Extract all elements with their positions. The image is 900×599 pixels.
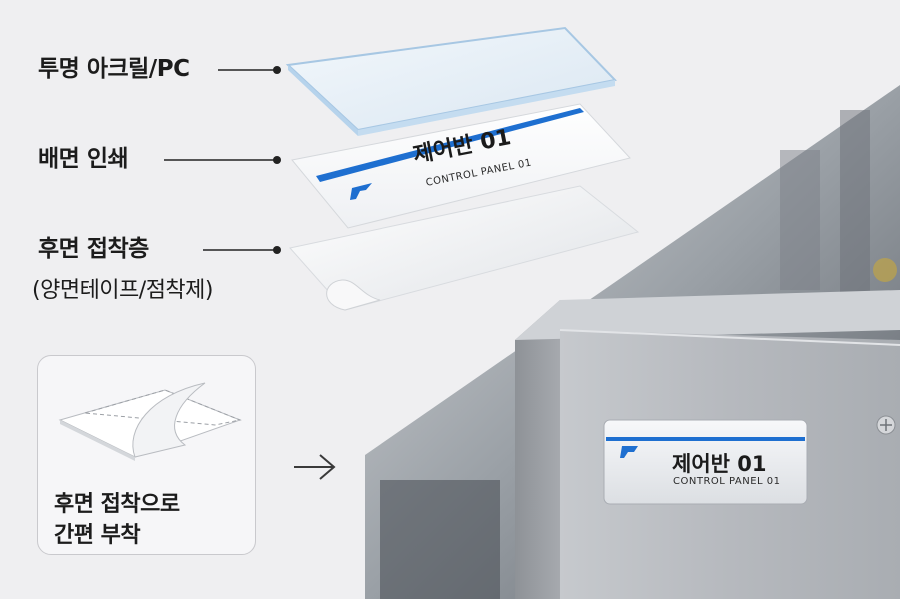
adhesive-layer <box>289 185 640 311</box>
blurred-pipe <box>840 110 870 310</box>
callout-line-2: 간편 부착 <box>54 523 141 548</box>
callout-box <box>37 355 256 555</box>
label-adhesive-sub: (양면테이프/점착제) <box>32 278 214 303</box>
peel-illustration <box>58 382 242 461</box>
connector-dot <box>273 66 281 74</box>
blurred-pipe <box>780 150 820 290</box>
mounted-plate-subtitle: CONTROL PANEL 01 <box>673 476 781 487</box>
mounted-plate-title: 제어반 01 <box>672 452 767 476</box>
connector-lines <box>164 69 276 251</box>
blurred-machine <box>380 480 500 599</box>
cabinet-top <box>515 290 900 340</box>
screw-icon <box>876 415 896 435</box>
brand-logo-icon <box>620 446 638 458</box>
connector-dot <box>273 246 281 254</box>
cabinet-edge <box>559 329 900 346</box>
label-acrylic: 투명 아크릴/PC <box>38 56 190 82</box>
print-layer <box>291 103 631 229</box>
cabinet-side <box>515 300 560 599</box>
brand-logo-icon <box>350 183 372 200</box>
connector-dot <box>273 156 281 164</box>
blurred-light <box>873 258 897 282</box>
acrylic-layer <box>285 26 617 136</box>
label-print: 배면 인쇄 <box>38 146 129 172</box>
arrow-right-icon <box>294 454 336 480</box>
label-adhesive: 후면 접착층 <box>38 236 149 262</box>
callout-line-1: 후면 접착으로 <box>54 492 180 517</box>
mounted-nameplate <box>603 419 808 505</box>
